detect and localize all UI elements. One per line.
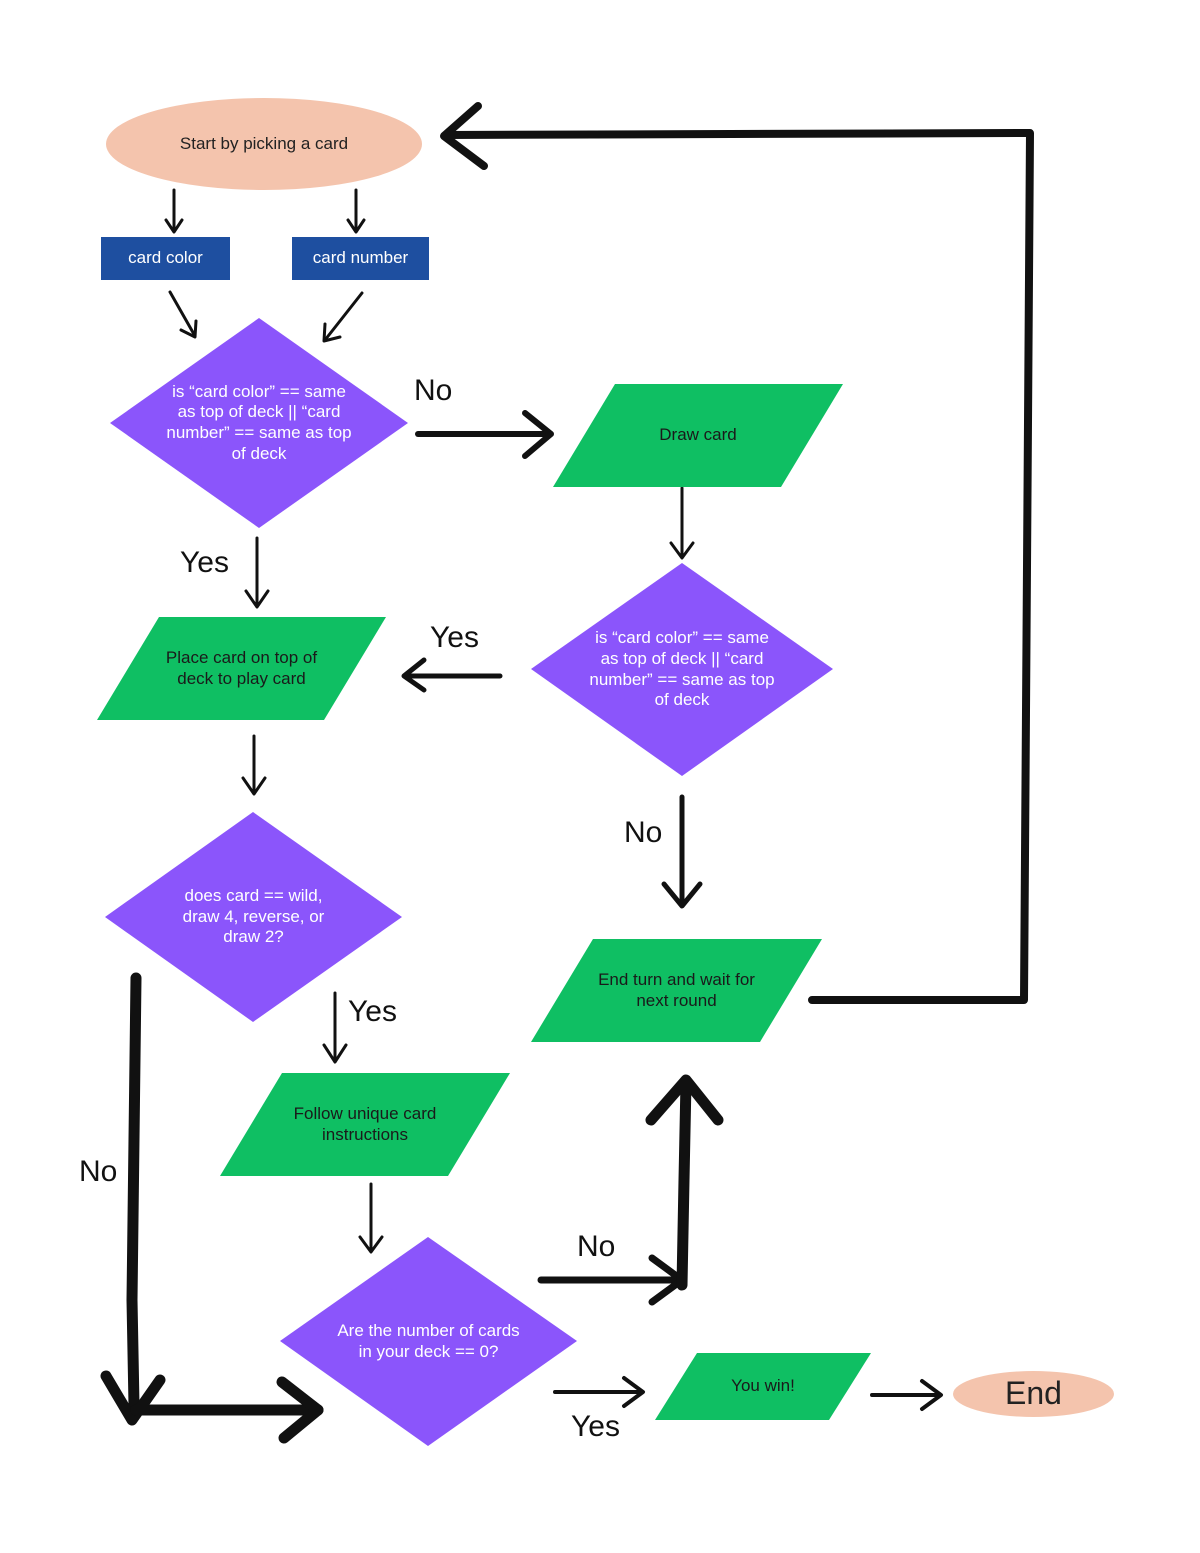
arrow-number-to-decision1 — [322, 291, 364, 343]
place-card-shape — [97, 617, 386, 720]
arrow-follow-to-zero — [358, 1182, 384, 1254]
decision-match-2-shape — [531, 563, 833, 776]
draw-card-step: Draw card — [553, 384, 843, 487]
decision-match-1-shape — [110, 318, 408, 528]
arrow-zero-yes — [553, 1376, 645, 1408]
you-win-step: You win! — [655, 1353, 871, 1420]
start-label: Start by picking a card — [179, 133, 349, 153]
end-oval-shape — [953, 1371, 1114, 1417]
label-no-zero: No — [577, 1230, 616, 1263]
arrow-up-to-end-turn — [645, 1074, 724, 1291]
label-no-special: No — [79, 1155, 118, 1188]
place-card-label: Place card on top of deck to play card — [165, 647, 318, 688]
card-number-label: card number — [312, 248, 409, 268]
you-win-label: You win! — [731, 1376, 795, 1396]
card-color-box: card color — [101, 237, 230, 280]
end-turn-step: End turn and wait for next round — [531, 939, 822, 1042]
label-yes-zero: Yes — [571, 1410, 620, 1443]
card-color-label: card color — [128, 248, 203, 268]
arrow-decision2-no — [661, 794, 703, 909]
decision-match-1-label: is “card color” == same as top of deck |… — [166, 381, 352, 463]
arrow-win-to-end — [870, 1379, 943, 1411]
end-label: End — [1005, 1375, 1062, 1412]
follow-instructions-shape — [220, 1073, 510, 1176]
arrow-decision1-yes — [244, 536, 270, 609]
arrow-start-to-number — [346, 188, 366, 234]
end-turn-label: End turn and wait for next round — [598, 969, 755, 1010]
arrow-loop-back — [440, 102, 1034, 1004]
decision-zero-cards-shape — [280, 1237, 577, 1446]
arrow-place-to-special — [241, 734, 267, 796]
start-oval: Start by picking a card — [106, 98, 422, 190]
label-no-decision1: No — [414, 374, 453, 407]
card-number-box: card number — [292, 237, 429, 280]
arrow-start-to-color — [164, 188, 184, 234]
arrow-special-no — [100, 972, 324, 1444]
label-yes-decision1: Yes — [180, 546, 229, 579]
follow-instructions-step: Follow unique card instructions — [220, 1073, 510, 1176]
start-oval-shape — [106, 98, 422, 190]
arrow-special-yes — [322, 991, 348, 1064]
draw-card-label: Draw card — [659, 425, 737, 445]
follow-instructions-label: Follow unique card instructions — [293, 1103, 437, 1144]
arrow-decision2-yes — [401, 657, 503, 693]
decision-special-card-label: does card == wild, draw 4, reverse, or d… — [182, 885, 325, 947]
decision-zero-cards-label: Are the number of cards in your deck == … — [337, 1320, 520, 1361]
arrow-color-to-decision1 — [168, 290, 198, 339]
label-no-decision2: No — [624, 816, 663, 849]
place-card-step: Place card on top of deck to play card — [97, 617, 386, 720]
you-win-shape — [655, 1353, 871, 1420]
end-turn-shape — [531, 939, 822, 1042]
arrow-decision1-no — [415, 410, 554, 459]
decision-match-2: is “card color” == same as top of deck |… — [531, 563, 833, 776]
decision-special-card: does card == wild, draw 4, reverse, or d… — [105, 812, 402, 1022]
draw-card-shape — [553, 384, 843, 487]
decision-match-1: is “card color” == same as top of deck |… — [110, 318, 408, 528]
end-oval: End — [953, 1371, 1114, 1417]
decision-special-card-shape — [105, 812, 402, 1022]
decision-match-2-label: is “card color” == same as top of deck |… — [589, 628, 775, 710]
arrow-draw-to-decision2 — [669, 486, 695, 560]
label-yes-special: Yes — [348, 995, 397, 1028]
decision-zero-cards: Are the number of cards in your deck == … — [280, 1237, 577, 1446]
label-yes-decision2: Yes — [430, 621, 479, 654]
